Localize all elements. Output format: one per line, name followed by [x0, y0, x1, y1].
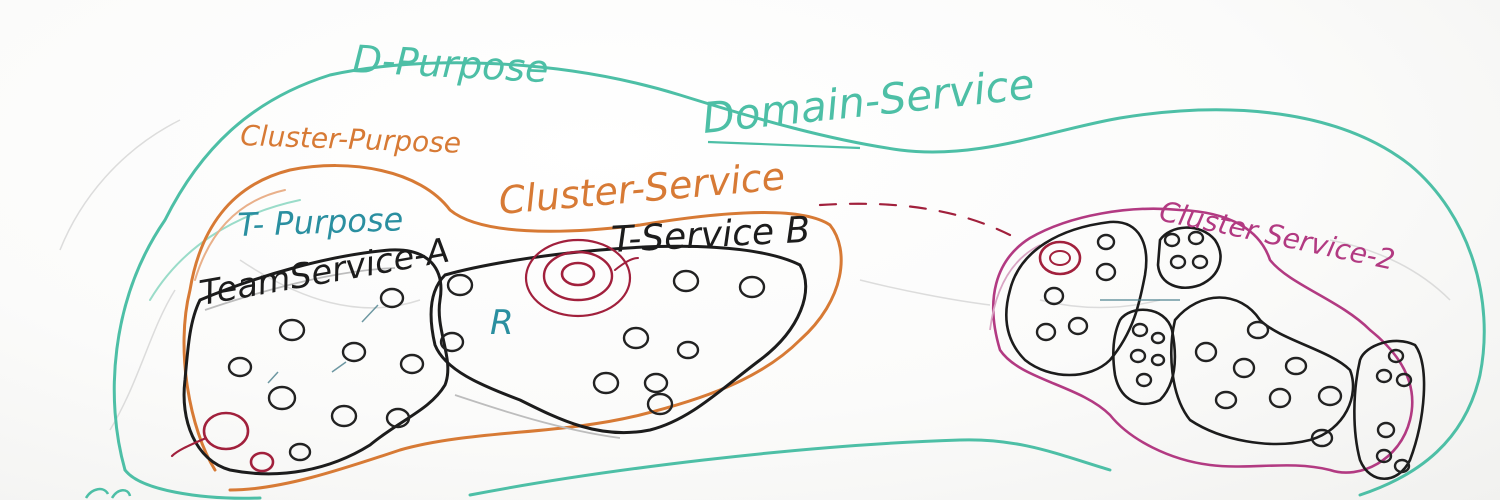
cluster-2-team-4 [1170, 296, 1355, 446]
team-a-focus-ring [202, 411, 250, 451]
team-b-boundary [429, 244, 808, 435]
team-a-boundary [182, 248, 450, 476]
team-a-focus-dot [249, 451, 275, 473]
service-b-focus-tail [614, 257, 639, 271]
highlight-rings [170, 238, 1082, 473]
label-r: R [490, 303, 514, 343]
domain-boundary-lower [123, 438, 1112, 500]
team-a-boundary-trace [204, 267, 396, 311]
label-domain-service: Domain-Service [700, 59, 1037, 143]
cluster-2-team-5 [1353, 339, 1426, 481]
label-t-service-b: T-Service B [610, 210, 811, 261]
team-b-boundary-trace [454, 394, 621, 439]
service-links [267, 299, 1180, 384]
cluster-2-teams [1005, 220, 1426, 481]
cluster-boundary [182, 164, 843, 492]
dashed-link [818, 202, 1012, 237]
label-t-purpose: T- Purpose [237, 200, 404, 244]
service-circles [227, 230, 1413, 474]
service-b-focus-ring-mid [542, 250, 614, 302]
erased-ghost-lines [59, 119, 1451, 431]
domain-boundary-inner-trace [149, 199, 301, 301]
cluster-2-team-2 [1156, 226, 1222, 289]
cluster-boundary-trace [194, 189, 286, 281]
domain-service-underline [707, 140, 861, 150]
team-a-focus-tail [170, 436, 208, 458]
cluster-2-team-3 [1112, 308, 1177, 406]
domain-boundary [112, 61, 1486, 497]
service-b-focus-ring-inner [560, 261, 596, 287]
cluster-2-team-1 [1005, 220, 1148, 377]
partial-marks-bottom-left [84, 487, 132, 499]
cluster-2-focus-ring-inner [1049, 250, 1071, 266]
cluster-2-focus-ring [1038, 240, 1082, 276]
cluster-2-boundary [992, 207, 1414, 474]
cluster-2-boundary-trace [989, 244, 1041, 331]
label-cluster-purpose: Cluster-Purpose [240, 119, 462, 160]
label-d-purpose: D-Purpose [352, 37, 550, 91]
service-b-focus-ring-outer [524, 238, 632, 318]
